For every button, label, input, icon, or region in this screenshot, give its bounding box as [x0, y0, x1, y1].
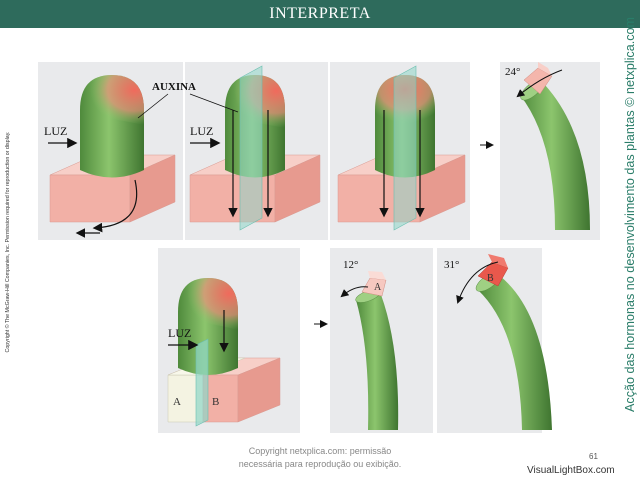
- angle-label-2: 12°: [343, 259, 358, 271]
- panel-7-drawing: 31° B: [444, 254, 552, 430]
- header-bar: INTERPRETA: [0, 0, 640, 28]
- luz-label-2: LUZ: [190, 124, 213, 138]
- panel-5-drawing: LUZ A B: [167, 278, 281, 427]
- panel-4-drawing: 24°: [505, 62, 590, 230]
- angle-label-1: 24°: [505, 66, 520, 78]
- watermark: VisualLightBox.com: [527, 465, 615, 476]
- panel-2-drawing: LUZ: [189, 65, 321, 231]
- page-title: INTERPRETA: [269, 5, 371, 22]
- panel-1-drawing: LUZ: [44, 75, 176, 238]
- luz-label-3: LUZ: [168, 326, 191, 340]
- glass-barrier-2: [239, 65, 263, 231]
- curved-stem-4: [520, 85, 590, 230]
- cap-a-label: A: [374, 282, 382, 293]
- cap-b-label: B: [487, 273, 494, 284]
- glass-barrier-3: [393, 65, 417, 231]
- block-a-label: A: [173, 396, 181, 408]
- luz-label-1: LUZ: [44, 124, 67, 138]
- auxina-label: AUXINA: [152, 81, 196, 93]
- block-b-label: B: [212, 396, 219, 408]
- angle-label-3: 31°: [444, 259, 459, 271]
- page-number: 61: [589, 452, 598, 461]
- footer-line-2: necessária para reprodução ou exibição.: [238, 459, 402, 469]
- curved-stem-7: [478, 276, 552, 430]
- panel-3-drawing: [337, 65, 466, 231]
- glass-barrier-5: [195, 338, 209, 427]
- footer-copyright: Copyright netxplica.com: permissão neces…: [200, 445, 440, 471]
- panel-6-drawing: 12° A: [340, 259, 399, 430]
- curved-stem-6: [356, 292, 399, 430]
- footer-line-1: Copyright netxplica.com: permissão: [248, 446, 392, 456]
